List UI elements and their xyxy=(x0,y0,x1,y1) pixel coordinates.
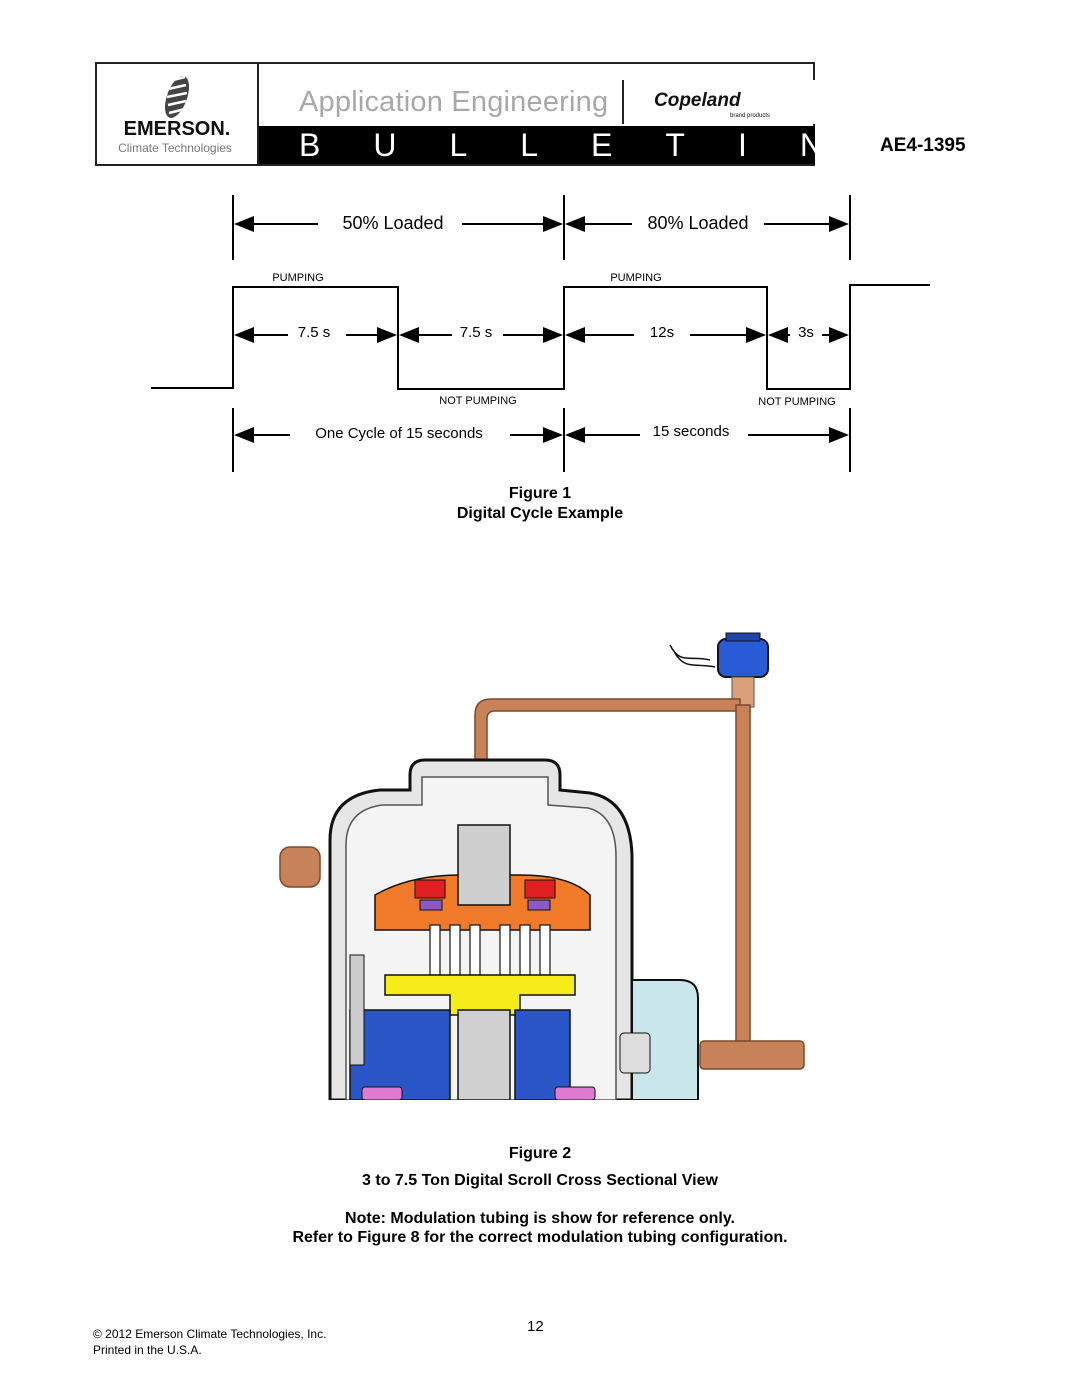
label-not-pumping-1: NOT PUMPING xyxy=(439,395,516,407)
label-pumping-2: PUMPING xyxy=(610,272,661,284)
bearing-housing-right xyxy=(514,1009,571,1100)
label-time-2: 7.5 s xyxy=(460,324,493,341)
label-not-pumping-2: NOT PUMPING xyxy=(758,396,835,408)
waveform xyxy=(151,284,930,390)
emerson-logo-icon: EMERSON. Climate Technologies xyxy=(118,75,232,155)
bulletin-bar: BULLETIN xyxy=(259,126,815,164)
figure2-reference: Refer to Figure 8 for the correct modula… xyxy=(292,1229,788,1246)
footer-printed: Printed in the U.S.A. xyxy=(93,1343,202,1357)
bearing-housing-left xyxy=(349,1009,451,1100)
modulation-valve xyxy=(457,824,511,906)
label-time-3: 12s xyxy=(650,324,674,341)
solenoid-coil xyxy=(717,638,769,678)
label-time-1: 7.5 s xyxy=(298,324,331,341)
doc-code: AE4-1395 xyxy=(880,135,966,156)
footer-copyright: © 2012 Emerson Climate Technologies, Inc… xyxy=(93,1327,327,1341)
terminal-plug xyxy=(619,1032,651,1074)
copeland-logo: Copeland brand products xyxy=(622,80,815,124)
page-number: 12 xyxy=(527,1318,544,1335)
digital-cycle-diagram: 50% Loaded 80% Loaded PUMPING PUMPING 7.… xyxy=(151,195,930,472)
copeland-sub: brand products xyxy=(730,113,770,119)
figure2-title: 3 to 7.5 Ton Digital Scroll Cross Sectio… xyxy=(362,1172,718,1189)
figure2-note: Note: Modulation tubing is show for refe… xyxy=(345,1210,735,1227)
label-pumping-1: PUMPING xyxy=(272,272,323,284)
label-15-seconds: 15 seconds xyxy=(653,423,730,440)
figure1-number: Figure 1 xyxy=(508,485,572,502)
label-cycle: One Cycle of 15 seconds xyxy=(315,425,483,442)
copeland-wordmark: Copeland xyxy=(654,90,741,111)
brand-name: EMERSON. xyxy=(124,118,231,140)
app-title: Application Engineering xyxy=(299,86,609,118)
modulation-tubing xyxy=(279,698,805,1070)
label-50-loaded: 50% Loaded xyxy=(342,213,443,233)
compressor-cross-section xyxy=(279,632,805,1100)
brand-sub: Climate Technologies xyxy=(118,141,232,155)
crankshaft xyxy=(457,1009,511,1100)
figure2-number: Figure 2 xyxy=(508,1145,572,1162)
label-time-4: 3s xyxy=(798,324,814,341)
figure1-title: Digital Cycle Example xyxy=(456,505,624,522)
emerson-logo: EMERSON. Climate Technologies xyxy=(97,64,259,164)
label-80-loaded: 80% Loaded xyxy=(647,213,748,233)
bulletin-header: EMERSON. Climate Technologies Applicatio… xyxy=(95,62,815,166)
